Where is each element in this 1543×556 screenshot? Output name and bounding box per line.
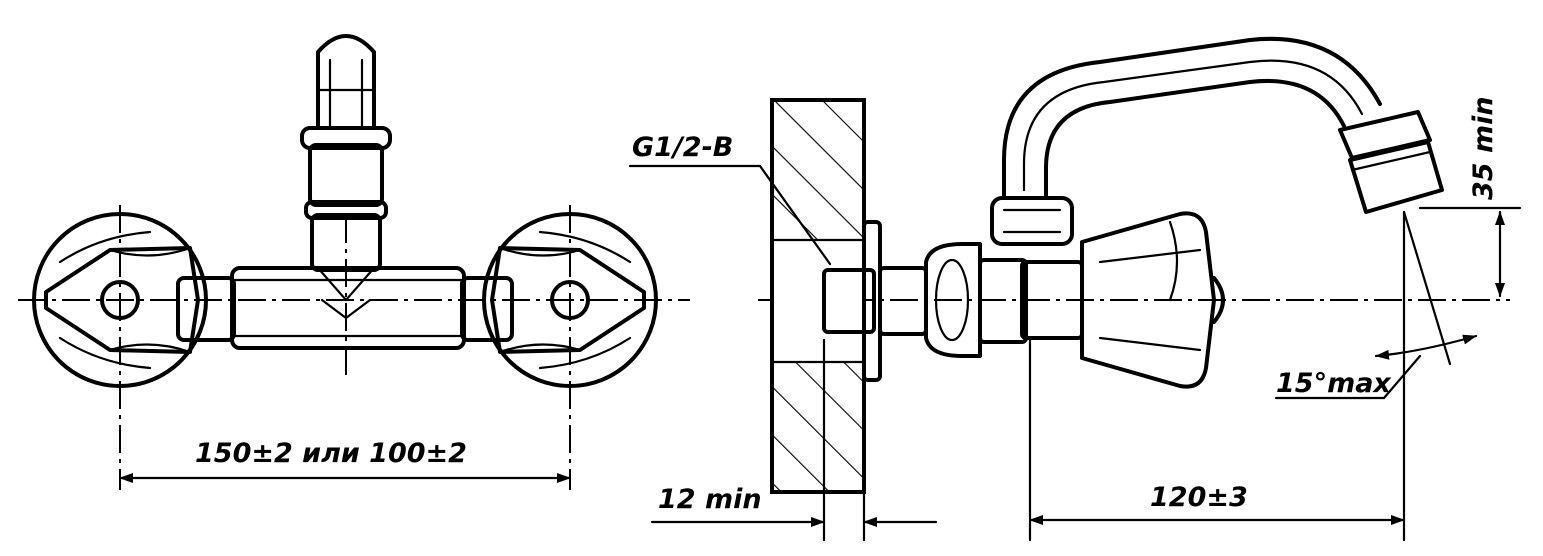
spout-angle-label: 15°max — [1276, 368, 1392, 399]
spout-height-label: 35 min — [1468, 96, 1499, 200]
thread-callout: G1/2-B — [628, 132, 832, 266]
spout-reach-label: 120±3 — [1150, 482, 1248, 513]
front-view: 150±2 или 100±2 — [18, 34, 690, 490]
spout — [990, 36, 1444, 246]
spout-height-dimension: 35 min — [1418, 96, 1522, 298]
wall-thickness-label: 12 min — [658, 484, 762, 515]
side-view: G1/2-B 12 min 120±3 35 min — [628, 36, 1522, 542]
spout-angle-dimension: 15°max — [1274, 210, 1478, 400]
left-valve-handle — [32, 212, 208, 388]
wall-thickness-dimension: 12 min — [650, 338, 938, 542]
front-width-label: 150±2 или 100±2 — [195, 438, 467, 469]
side-valve-handle — [1020, 211, 1225, 389]
wall-fitting — [822, 220, 1028, 382]
front-width-dimension: 150±2 или 100±2 — [118, 438, 572, 483]
right-valve-handle — [482, 212, 658, 388]
outlet-stem — [300, 34, 392, 272]
thread-label: G1/2-B — [632, 132, 733, 163]
wall-section — [770, 98, 866, 494]
